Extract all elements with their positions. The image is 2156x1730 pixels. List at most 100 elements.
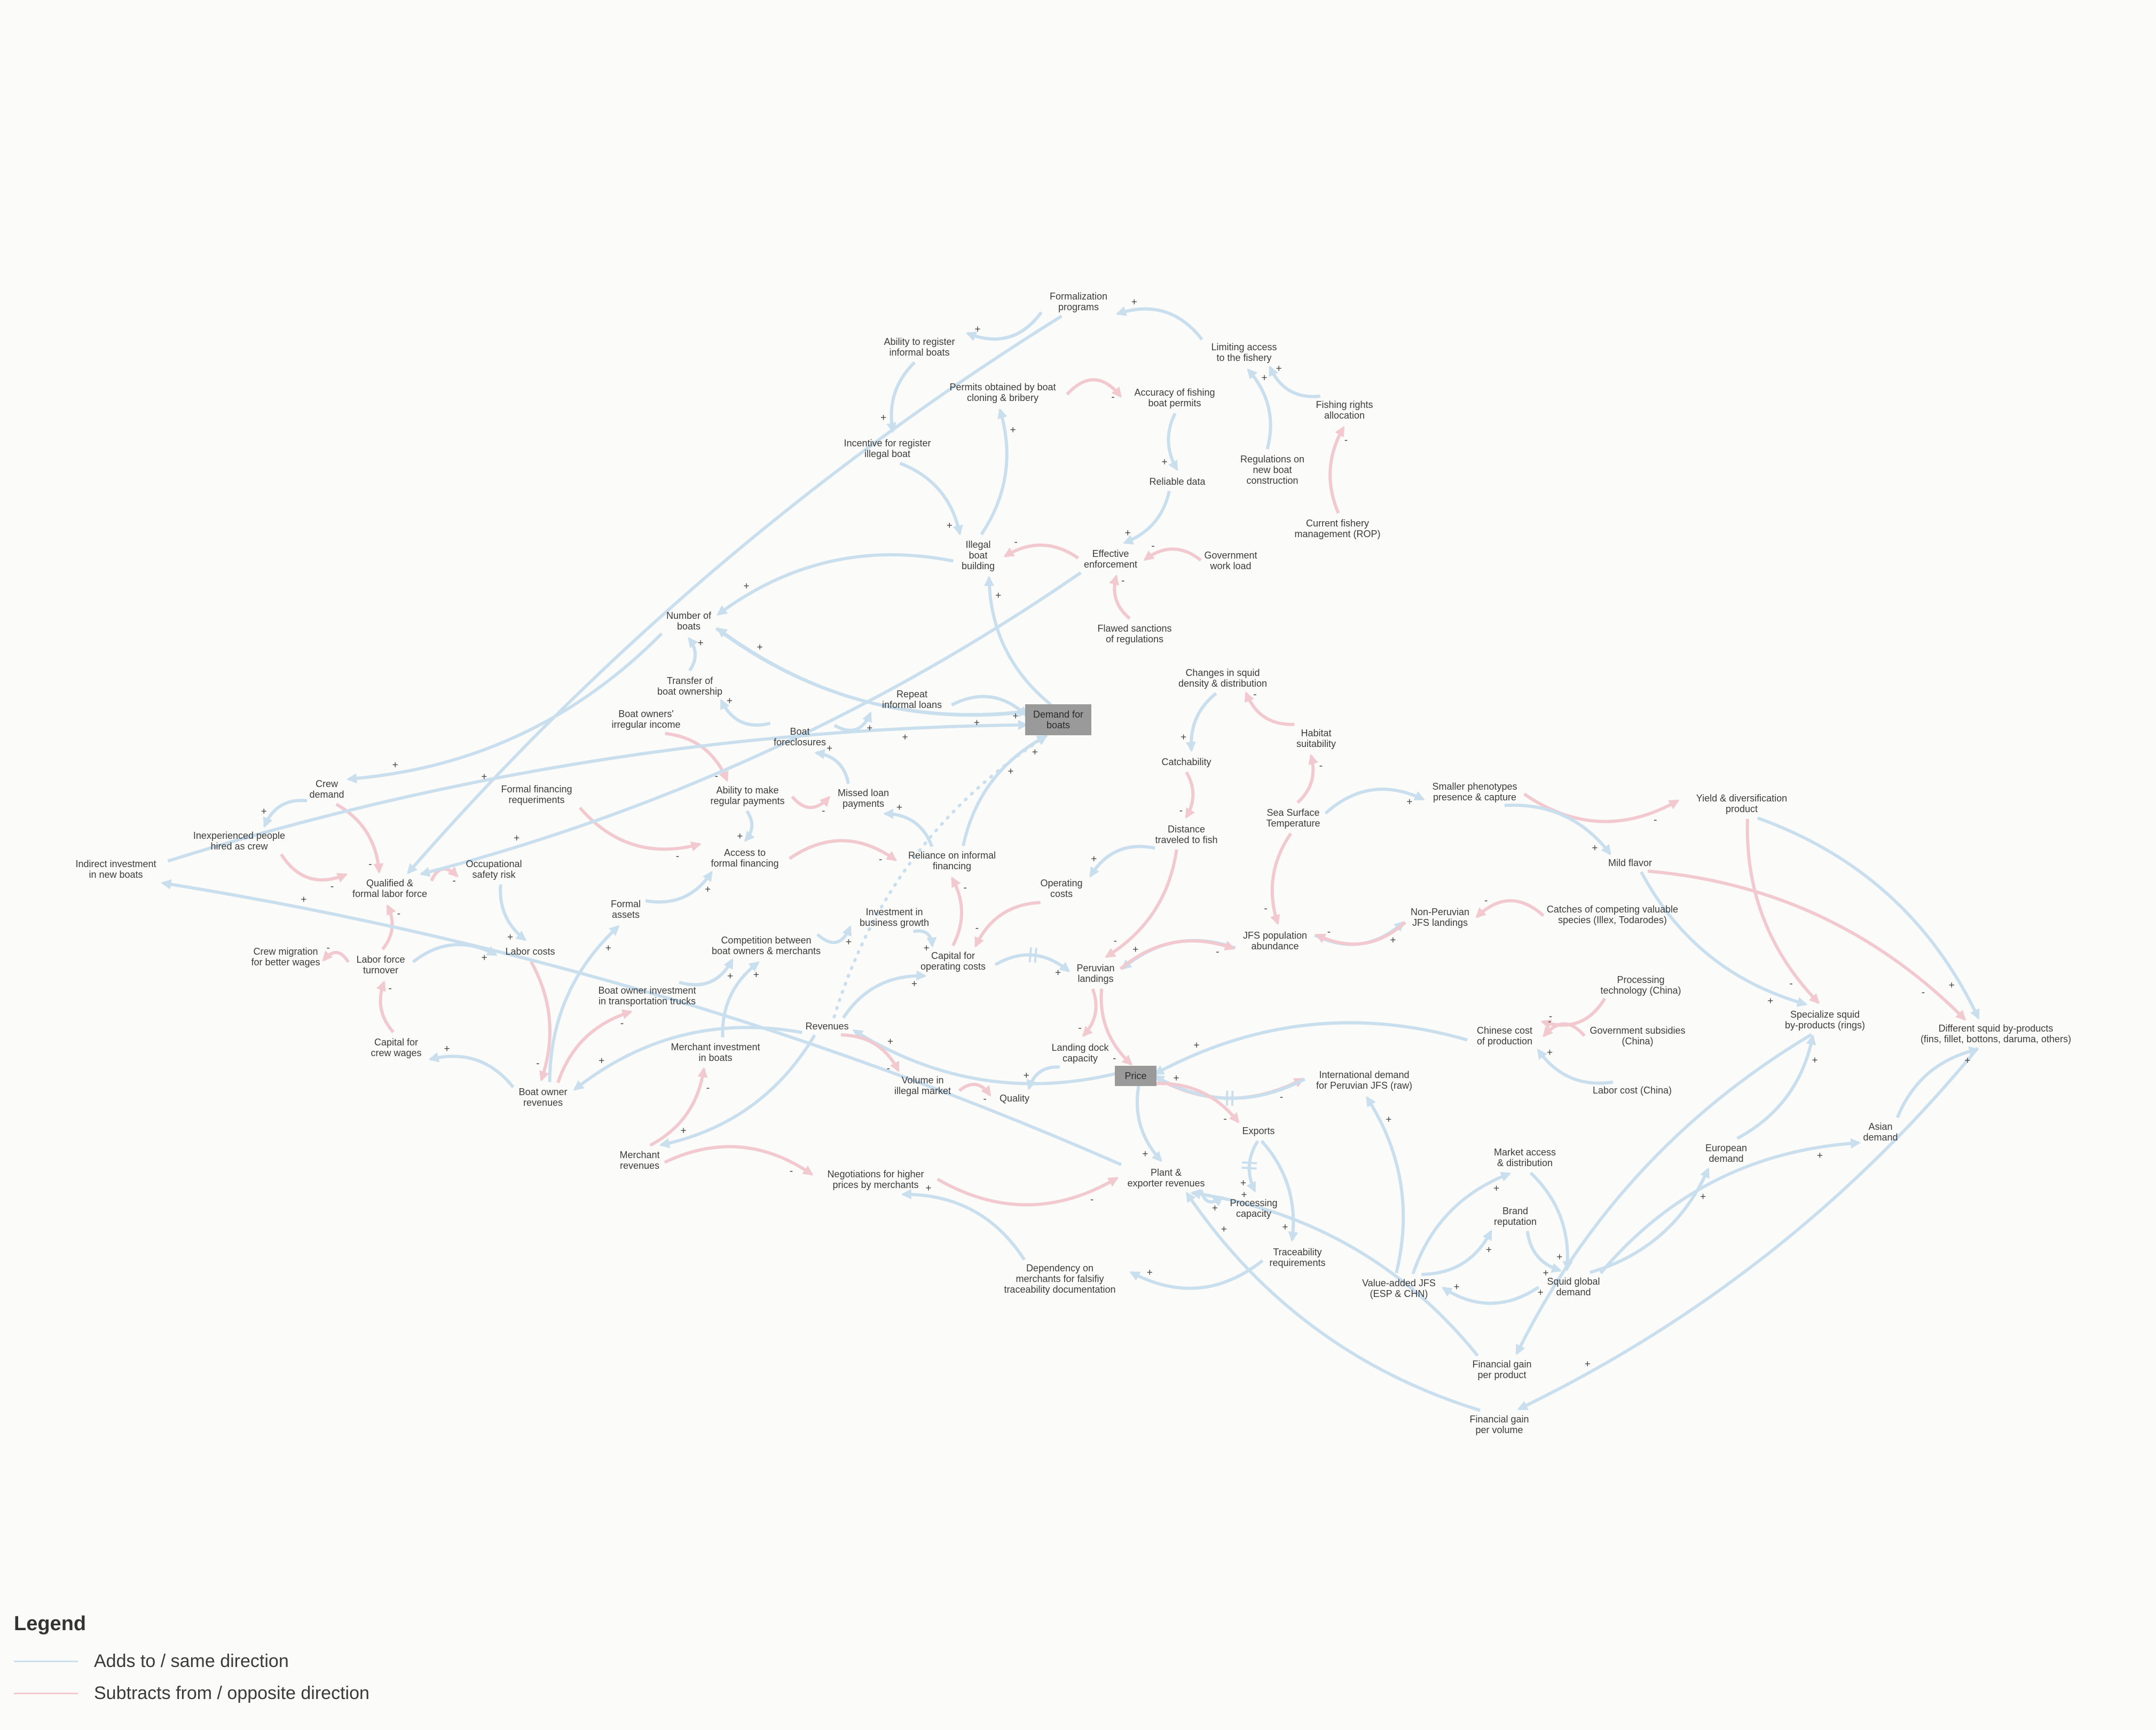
link-crew_demand-to-inexperienced: [263, 799, 308, 828]
delay-mark: [1242, 1161, 1257, 1165]
node-label-line: Smaller phenotypes: [1432, 781, 1517, 792]
node-label-line: for better wages: [251, 957, 320, 968]
legend-item-subtracts: Subtracts from / opposite direction: [14, 1677, 369, 1709]
polarity-sign: -: [536, 1058, 539, 1070]
links-layer: [161, 306, 1980, 1412]
polarity-sign: -: [331, 881, 334, 892]
node-label-line: informal boats: [889, 347, 949, 358]
link-boat_owner_revenues-to-formal_assets: [548, 925, 620, 1082]
polarity-sign: +: [507, 932, 513, 943]
node-label-line: Traceability: [1273, 1247, 1321, 1257]
link-plant_exporter-to-indirect_investment: [161, 879, 1122, 1167]
link-occupational_safety-to-labor_costs: [499, 884, 527, 941]
node-qualified-labor: Qualified &formal labor force: [352, 878, 427, 899]
node-label-line: Reliance on informal: [908, 850, 996, 861]
node-market-access: Market access& distribution: [1494, 1147, 1556, 1168]
node-label-line: Asian: [1868, 1121, 1892, 1132]
node-label-line: & distribution: [1497, 1158, 1553, 1168]
node-label-line: Sea Surface: [1266, 807, 1319, 818]
polarity-sign: +: [482, 953, 487, 964]
polarity-sign: +: [995, 590, 1001, 601]
link-value_added-to-market_access: [1411, 1171, 1512, 1275]
polarity-sign: +: [301, 894, 306, 906]
polarity-sign: +: [1212, 1203, 1218, 1214]
polarity-sign: +: [827, 743, 832, 754]
link-transfer_ownership-to-number_boats: [688, 636, 698, 672]
link-traceability-to-dependency_merchants: [1129, 1259, 1264, 1290]
node-label-line: formal labor force: [352, 888, 427, 899]
polarity-sign: -: [1319, 760, 1323, 772]
link-merchant_investment-to-competition: [721, 961, 760, 1037]
link-price-to-plant_exporter: [1136, 1086, 1162, 1162]
polarity-sign: +: [727, 696, 733, 707]
node-label-line: presence & capture: [1433, 792, 1516, 803]
node-label-line: Competition between: [721, 935, 811, 946]
node-different-byproducts: Different squid by-products(fins, fillet…: [1921, 1023, 2071, 1044]
node-label-line: traveled to fish: [1155, 835, 1217, 845]
polarity-sign: -: [983, 1094, 987, 1105]
polarity-sign: -: [676, 851, 679, 862]
node-label-line: Current fishery: [1306, 518, 1369, 529]
polarity-sign: +: [1486, 1245, 1492, 1256]
link-fishing_rights-to-limiting_access: [1268, 365, 1321, 398]
polarity-sign: +: [880, 412, 886, 423]
node-label-line: Changes in squid: [1185, 667, 1260, 678]
link-labor_turnover-to-crew_migration: [322, 950, 350, 963]
node-label-line: business growth: [860, 917, 929, 928]
polarity-sign: +: [1538, 1287, 1544, 1299]
node-label-line: Boat: [790, 726, 809, 737]
polarity-sign: +: [1174, 1073, 1179, 1084]
polarity-sign: +: [1132, 944, 1138, 955]
polarity-sign: +: [1142, 1149, 1148, 1160]
link-effective_enforcement-to-qualified_labor: [419, 571, 1082, 877]
polarity-sign: -: [1151, 540, 1154, 552]
link-effective_enforcement-to-illegal_building: [1003, 544, 1080, 560]
node-label-line: exporter revenues: [1127, 1178, 1205, 1189]
polarity-sign: +: [1221, 1224, 1227, 1235]
link-negotiations-to-plant_exporter: [937, 1176, 1119, 1207]
node-revenues: Revenues: [805, 1021, 848, 1032]
node-label-line: demand: [1556, 1287, 1591, 1298]
node-label-line: Crew: [316, 779, 339, 789]
node-labor-costs: Labor costs: [505, 946, 555, 957]
polarity-sign: +: [974, 324, 980, 335]
link-mild_flavor-to-different_byproducts: [1648, 869, 1966, 1021]
polarity-sign: +: [743, 580, 749, 592]
polarity-sign: +: [697, 638, 703, 649]
polarity-sign: +: [605, 943, 611, 954]
link-owner_trucks-to-competition: [679, 958, 734, 987]
node-label-line: Occupational: [466, 859, 522, 869]
node-label-line: crew wages: [371, 1048, 421, 1058]
link-demand_boats-to-illegal_building: [984, 576, 1052, 706]
node-label-line: Flawed sanctions: [1097, 623, 1171, 634]
link-capital_crew-to-labor_turnover: [376, 980, 395, 1034]
node-label-line: enforcement: [1084, 559, 1137, 570]
polarity-sign: +: [1386, 1114, 1391, 1125]
node-label-line: Labor cost (China): [1593, 1085, 1672, 1096]
node-label-line: per volume: [1475, 1425, 1523, 1435]
link-limiting_access-to-formalization: [1115, 306, 1203, 341]
node-label-line: in transportation trucks: [599, 996, 696, 1006]
node-label-line: Effective: [1092, 548, 1129, 559]
node-label-line: Transfer of: [667, 675, 713, 686]
node-label-line: International demand: [1319, 1070, 1409, 1080]
